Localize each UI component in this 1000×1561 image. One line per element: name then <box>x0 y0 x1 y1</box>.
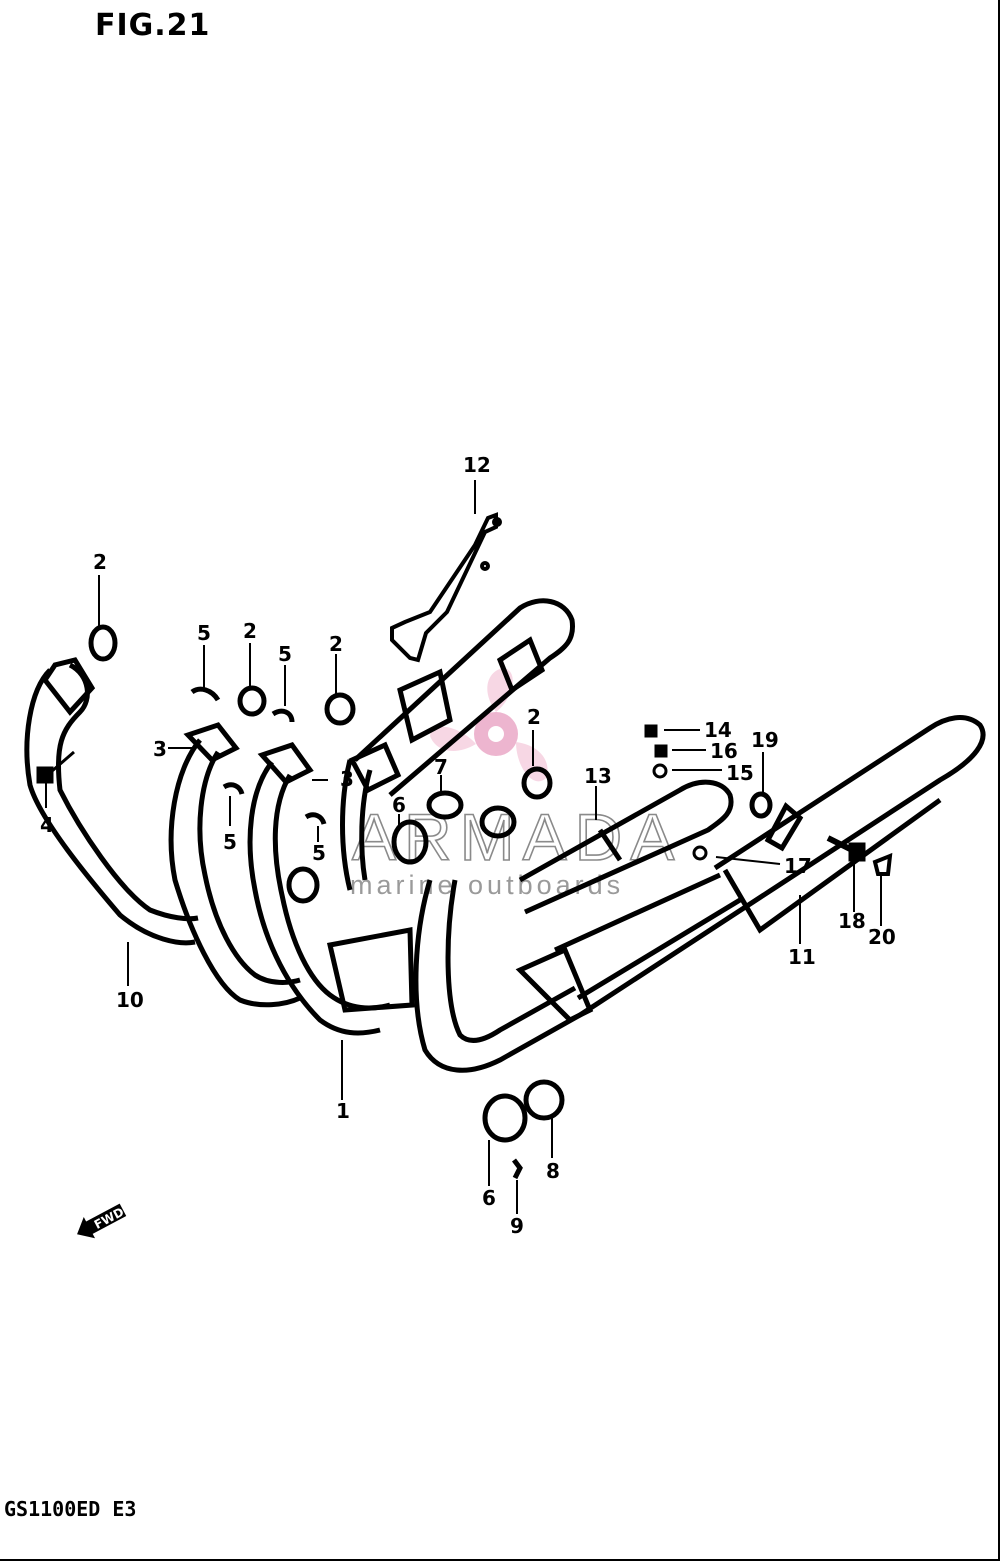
callout-4: 4 <box>40 813 54 837</box>
callout-9: 9 <box>510 1214 524 1238</box>
gasket-ring-part-2 <box>88 624 553 800</box>
callout-5: 5 <box>223 830 237 854</box>
callout-17: 17 <box>784 854 812 878</box>
header-pipe-part-1 <box>168 722 415 1036</box>
callout-5: 5 <box>278 642 292 666</box>
watermark-tagline: marine outboards <box>350 870 624 900</box>
callout-6: 6 <box>392 793 406 817</box>
fwd-arrow-icon: FWD <box>77 1203 127 1239</box>
callout-1: 1 <box>336 1099 350 1123</box>
callout-3: 3 <box>153 737 167 761</box>
callout-3: 3 <box>340 767 354 791</box>
header-pipe-part-10 <box>24 657 199 946</box>
callout-2: 2 <box>93 550 107 574</box>
callout-13: 13 <box>584 764 612 788</box>
callout-16: 16 <box>710 739 738 763</box>
callout-14: 14 <box>704 718 732 742</box>
callout-10: 10 <box>116 988 144 1012</box>
leader-lines <box>45 480 882 1214</box>
callout-11: 11 <box>788 945 816 969</box>
callout-5: 5 <box>312 841 326 865</box>
figure-title: FIG.21 <box>95 8 211 43</box>
callout-15: 15 <box>726 761 754 785</box>
callout-2: 2 <box>243 619 257 643</box>
fwd-label: FWD <box>92 1205 126 1232</box>
callout-20: 20 <box>868 925 896 949</box>
muffler-part-11 <box>413 715 986 1073</box>
bracket-part-12 <box>390 512 502 663</box>
callout-7: 7 <box>434 755 448 779</box>
upper-muffler <box>353 598 576 797</box>
fastener-parts <box>36 724 893 876</box>
callout-2: 2 <box>329 632 343 656</box>
callout-8: 8 <box>546 1159 560 1183</box>
callout-5: 5 <box>197 621 211 645</box>
callout-2: 2 <box>527 705 541 729</box>
callout-6: 6 <box>482 1186 496 1210</box>
callout-18: 18 <box>838 909 866 933</box>
collector-pipe-part-13 <box>518 779 734 915</box>
model-code: GS1100ED E3 <box>4 1497 137 1521</box>
callout-12: 12 <box>463 453 491 477</box>
callout-19: 19 <box>751 728 779 752</box>
clamp-parts <box>190 686 565 1180</box>
